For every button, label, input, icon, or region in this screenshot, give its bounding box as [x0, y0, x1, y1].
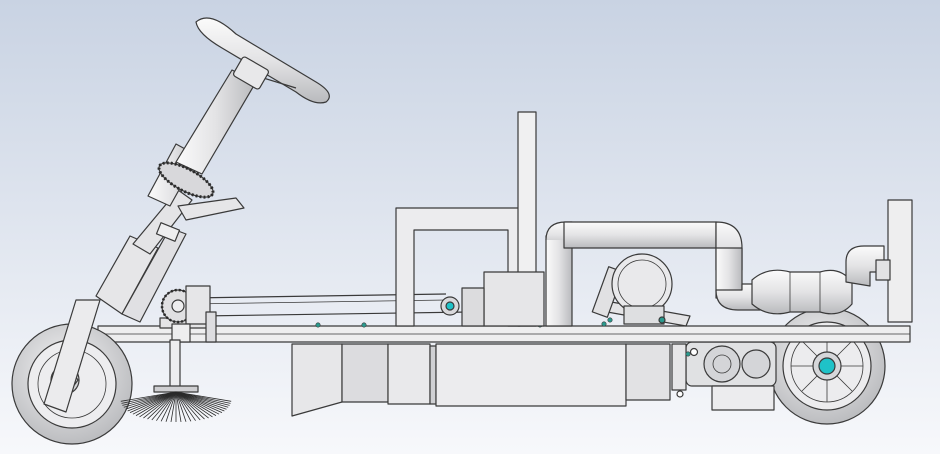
brush-bristle [175, 391, 213, 418]
brush-bristle [125, 391, 177, 410]
rear-hub-accent [818, 357, 836, 375]
brush-bristle [160, 391, 177, 422]
rear-post [875, 199, 913, 323]
hopper-box [291, 343, 671, 417]
seat-bracket [440, 271, 545, 327]
brush-bristle [139, 391, 177, 418]
brush-bristle [175, 391, 201, 421]
brush-bristle [170, 391, 177, 422]
steering-gear [157, 161, 215, 199]
brush-motor [160, 285, 217, 343]
exhaust-pipe [545, 221, 761, 327]
brush-bristle [175, 391, 182, 422]
brush-bristle [175, 391, 232, 402]
steering-wheel [195, 17, 330, 104]
brush-bristle [129, 391, 177, 413]
brush-bristle [175, 391, 217, 416]
brush-bristle [147, 391, 177, 420]
brush-bristle [156, 391, 177, 421]
brush-bristle [175, 391, 192, 422]
brush-bristle [175, 391, 187, 422]
brush-bristles [120, 391, 232, 422]
front-fork [43, 227, 187, 413]
brush-bristle [165, 391, 177, 422]
brush-bristle [151, 391, 177, 421]
brush-bristle [135, 391, 177, 416]
brush-bristle [127, 391, 177, 412]
brush-bristle [143, 391, 177, 419]
brush-bristle [175, 391, 196, 421]
brush-bristle [132, 391, 177, 415]
brush-bristle [175, 391, 209, 419]
brush-bristle [175, 391, 220, 415]
steering-column [132, 69, 257, 255]
brush-bristle [175, 391, 205, 420]
fan-motor [591, 253, 691, 327]
side-brush [120, 339, 232, 422]
